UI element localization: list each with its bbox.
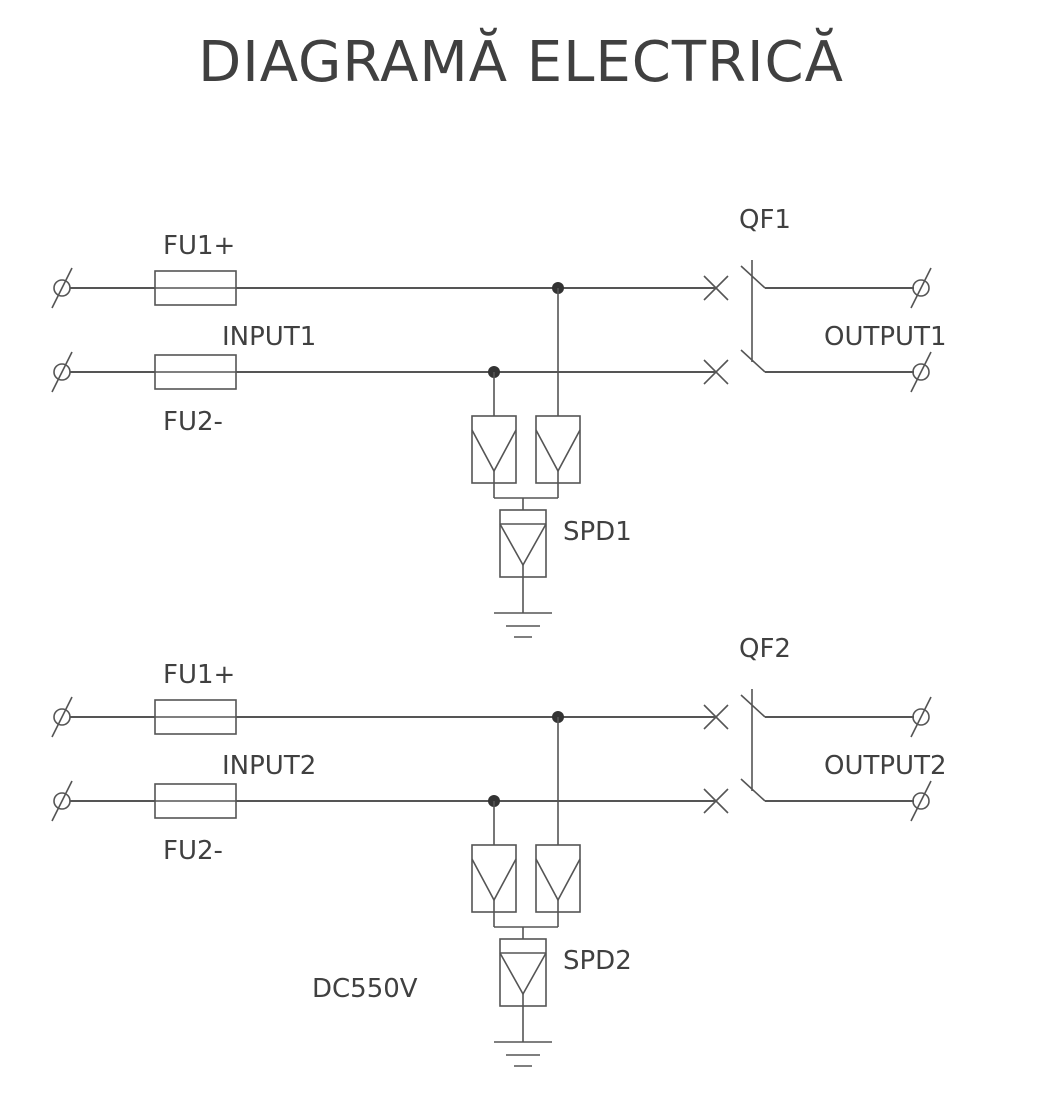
input-terminal-pos bbox=[51, 696, 73, 738]
terminal-slash bbox=[51, 780, 73, 822]
breaker-contact-pos bbox=[703, 704, 729, 730]
diagram-title: DIAGRAMĂ ELECTRICĂ bbox=[198, 30, 844, 95]
terminal-circle bbox=[912, 792, 930, 810]
breaker-blade-neg bbox=[740, 349, 766, 373]
ground-symbol bbox=[494, 1041, 552, 1067]
varistor-v bbox=[535, 858, 581, 902]
input-label: INPUT2 bbox=[222, 751, 316, 781]
fuse-neg-label: FU2- bbox=[163, 407, 223, 437]
breaker-blade-pos bbox=[740, 265, 766, 289]
ground-symbol bbox=[494, 612, 552, 638]
varistor-v bbox=[499, 523, 547, 567]
cross-b bbox=[703, 788, 729, 814]
fuse-pos-label: FU1+ bbox=[163, 660, 235, 690]
terminal-slash bbox=[51, 351, 73, 393]
cross-b bbox=[703, 359, 729, 385]
breaker-label: QF1 bbox=[739, 205, 791, 235]
spd-label: SPD2 bbox=[563, 946, 632, 976]
terminal-slash bbox=[51, 267, 73, 309]
breaker-label: QF2 bbox=[739, 634, 791, 664]
terminal-circle bbox=[912, 363, 930, 381]
breaker-contact-neg bbox=[703, 788, 729, 814]
terminal-circle bbox=[912, 279, 930, 297]
varistor-v bbox=[471, 858, 517, 902]
varistor-v bbox=[499, 952, 547, 996]
output-terminal-pos bbox=[910, 267, 932, 309]
input-terminal-neg bbox=[51, 780, 73, 822]
output-terminal-neg bbox=[910, 780, 932, 822]
breaker-blade-pos bbox=[740, 694, 766, 718]
cross-b bbox=[703, 704, 729, 730]
terminal-slash bbox=[910, 780, 932, 822]
fuse-pos-label: FU1+ bbox=[163, 231, 235, 261]
terminal-slash bbox=[910, 696, 932, 738]
output-terminal-neg bbox=[910, 351, 932, 393]
spd-label: SPD1 bbox=[563, 517, 632, 547]
varistor-v bbox=[535, 429, 581, 473]
terminal-slash bbox=[51, 696, 73, 738]
terminal-slash bbox=[910, 351, 932, 393]
fuse-neg-label: FU2- bbox=[163, 836, 223, 866]
input-label: INPUT1 bbox=[222, 322, 316, 352]
input-terminal-pos bbox=[51, 267, 73, 309]
cross-b bbox=[703, 275, 729, 301]
output-terminal-pos bbox=[910, 696, 932, 738]
breaker-blade-neg bbox=[740, 778, 766, 802]
varistor-v bbox=[471, 429, 517, 473]
input-terminal-neg bbox=[51, 351, 73, 393]
terminal-slash bbox=[910, 267, 932, 309]
breaker-contact-pos bbox=[703, 275, 729, 301]
voltage-label: DC550V bbox=[312, 974, 418, 1004]
output-label: OUTPUT2 bbox=[824, 751, 947, 781]
output-label: OUTPUT1 bbox=[824, 322, 947, 352]
terminal-circle bbox=[912, 708, 930, 726]
breaker-contact-neg bbox=[703, 359, 729, 385]
